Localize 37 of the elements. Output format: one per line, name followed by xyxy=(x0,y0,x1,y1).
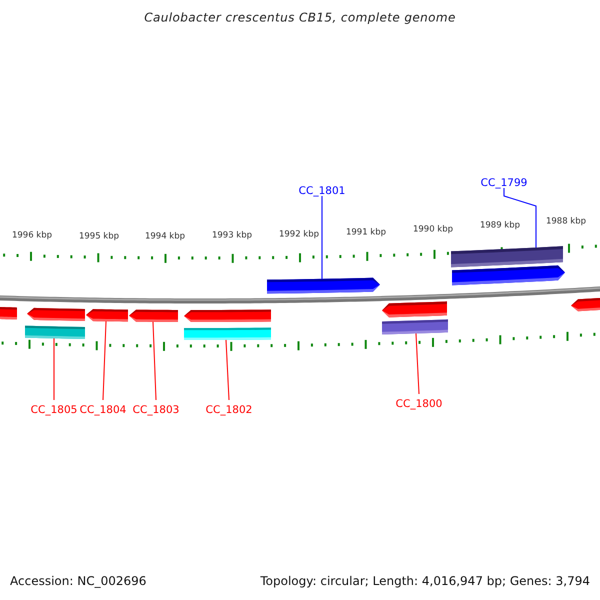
scale-label: 1990 kbp xyxy=(412,225,454,235)
gene-label: CC_1801 xyxy=(298,185,346,198)
gene-feature xyxy=(452,265,565,286)
gene-feature xyxy=(86,309,128,322)
gene-feature xyxy=(571,297,600,312)
gene-label: CC_1803 xyxy=(132,404,180,416)
gene-bar xyxy=(25,326,85,339)
scale-label: 1988 kbp xyxy=(546,217,586,227)
gene-feature xyxy=(27,308,85,321)
scale-label: 1992 kbp xyxy=(278,230,320,240)
leader-line xyxy=(152,321,156,400)
gene-feature xyxy=(382,301,447,318)
gene-feature xyxy=(267,278,380,294)
scale-label: 1994 kbp xyxy=(144,232,186,242)
gene-label: CC_1804 xyxy=(80,404,126,416)
gene-bar xyxy=(382,319,448,335)
leader-line xyxy=(102,320,106,400)
gene-feature xyxy=(129,310,178,322)
gene-bar xyxy=(184,328,271,340)
gene-bar xyxy=(451,246,563,268)
scale-label: 1993 kbp xyxy=(212,231,252,241)
gene-label: CC_1800 xyxy=(396,398,442,410)
leader-line xyxy=(504,188,536,248)
scale-label: 1989 kbp xyxy=(480,221,520,231)
gene-bar xyxy=(0,307,17,320)
gene-label: CC_1805 xyxy=(30,404,78,416)
scale-label: 1995 kbp xyxy=(78,232,120,242)
leader-line xyxy=(416,333,420,394)
accession-note: Accession: NC_002696 xyxy=(10,575,146,588)
leader-line xyxy=(226,339,230,400)
gene-label: CC_1802 xyxy=(206,404,252,416)
genome-info-note: Topology: circular; Length: 4,016,947 bp; Genes: 3,794 xyxy=(260,575,590,588)
gene-label: CC_1799 xyxy=(480,177,528,190)
scale-label: 1996 kbp xyxy=(12,231,52,241)
gene-feature xyxy=(184,310,271,322)
scale-label: 1991 kbp xyxy=(346,228,386,238)
title: Caulobacter crescentus CB15, complete genome xyxy=(144,11,456,25)
